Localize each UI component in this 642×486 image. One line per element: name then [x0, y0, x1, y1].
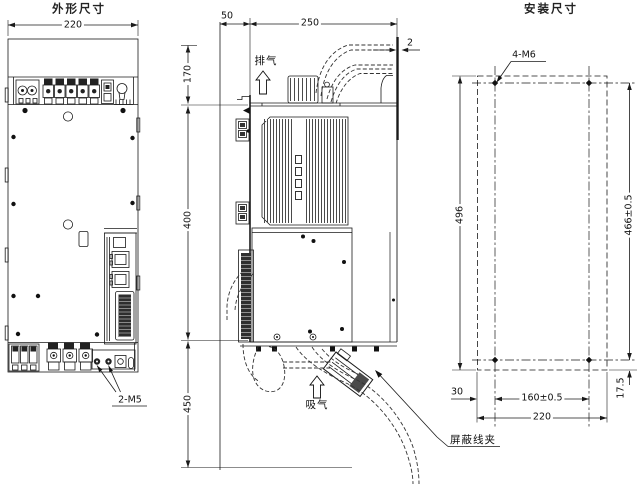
intake-arrow-icon: [309, 375, 325, 399]
rear-connector-texture: [241, 253, 251, 339]
side-view-drawing: [181, 18, 500, 485]
exhaust-label: 排气: [254, 54, 278, 67]
dim-hole-pitch-vertical: 466±0.5: [623, 192, 635, 238]
dim-panel-height: 496: [454, 203, 466, 227]
shield-clamp: [322, 348, 374, 398]
outline-dimensions-title: 外形尺寸: [52, 1, 106, 16]
intake-label: 吸气: [305, 398, 329, 411]
bottom-screws-label: 2-M5: [118, 394, 142, 406]
dim-body-height: 400: [182, 208, 194, 232]
dim-rear-depth: 50: [218, 10, 236, 22]
dim-bottom-offset: 17.5: [615, 377, 627, 399]
exhaust-arrow-icon: [255, 70, 271, 95]
heatsink-fins-texture: [264, 119, 346, 223]
heatsink-center-column: [294, 119, 304, 223]
dim-front-width: 220: [61, 19, 85, 31]
power-terminals: [42, 78, 100, 105]
dim-bottom-clearance: 450: [182, 392, 194, 416]
dim-top-clearance: 170: [182, 62, 194, 86]
intake-cables: [252, 346, 420, 485]
mounting-view-drawing: [451, 61, 637, 427]
dim-body-depth: 250: [298, 17, 322, 29]
dim-panel-width: 220: [530, 411, 554, 423]
fan-fins-texture: [290, 78, 316, 101]
mounting-dimensions-title: 安装尺寸: [524, 1, 578, 16]
front-connector-texture: [119, 295, 131, 337]
front-view-drawing: [4, 20, 147, 407]
dim-front-edge: 2: [406, 37, 414, 49]
mounting-holes-label: 4-M6: [512, 49, 536, 61]
bottom-terminals: [46, 342, 93, 371]
dim-side-margin: 30: [450, 386, 464, 398]
exhaust-cables: [315, 44, 393, 104]
dim-hole-pitch-horizontal: 160±0.5: [519, 392, 565, 404]
shield-clamp-label: 屏蔽线夹: [450, 433, 496, 446]
